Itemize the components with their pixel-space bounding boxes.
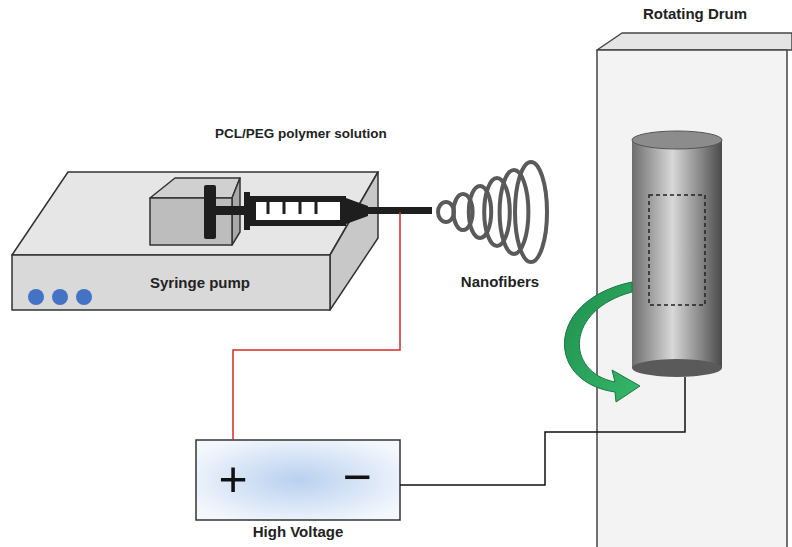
pump-label: Syringe pump bbox=[120, 273, 280, 293]
drum-stand-panel: Rotating Drum bbox=[597, 0, 792, 547]
syringe-pump: PCL/PEG polymer solutionSyringe pump bbox=[10, 118, 400, 313]
ground-wire bbox=[597, 377, 685, 432]
rotating-drum bbox=[632, 131, 722, 377]
wire bbox=[400, 432, 597, 485]
rotation-arrow bbox=[564, 282, 640, 402]
high-voltage-supply bbox=[196, 440, 400, 520]
high-voltage-box: + − High Voltage bbox=[195, 440, 401, 542]
wire bbox=[233, 212, 400, 440]
syringe-pump-body bbox=[12, 172, 378, 310]
syringe bbox=[204, 185, 432, 239]
negative-terminal: − bbox=[335, 452, 379, 502]
pump-buttons bbox=[28, 289, 92, 305]
voltage-label: High Voltage bbox=[218, 522, 378, 542]
drum-label: Rotating Drum bbox=[610, 4, 780, 24]
positive-terminal: + bbox=[211, 454, 255, 504]
nanofibers-label: Nanofibers bbox=[440, 272, 560, 292]
solution-label: PCL/PEG polymer solution bbox=[215, 124, 375, 144]
nanofiber-coils bbox=[438, 162, 547, 262]
